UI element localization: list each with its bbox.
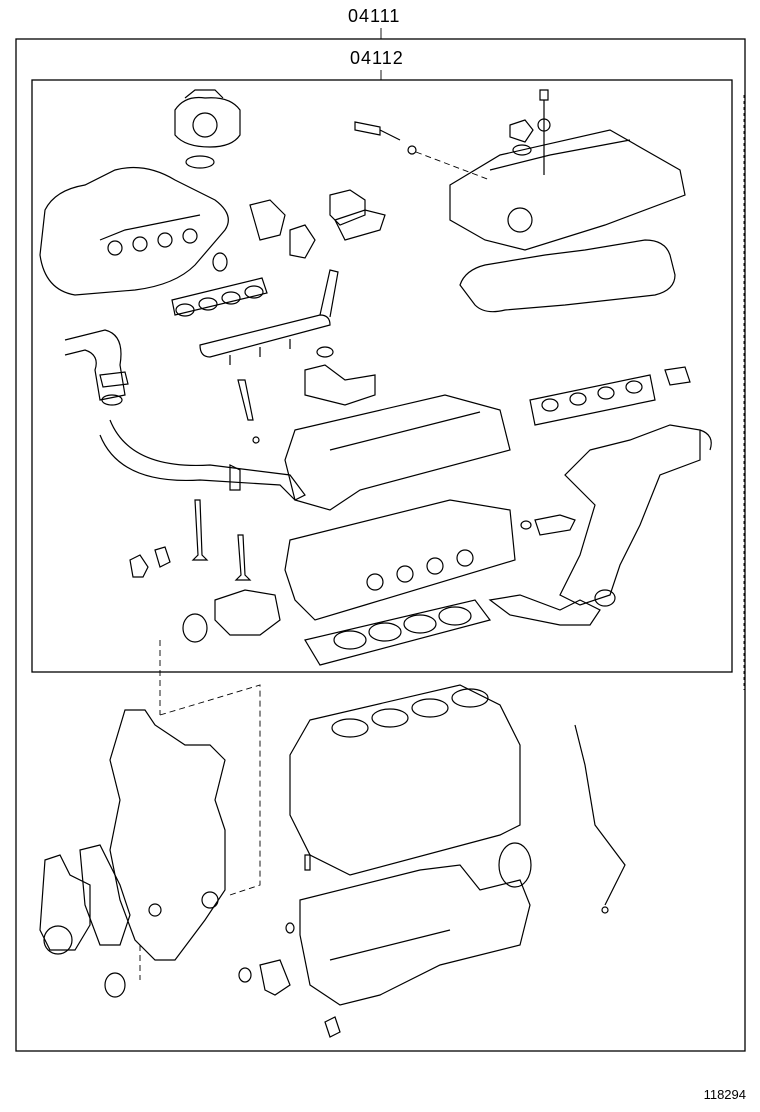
water-pump[interactable] bbox=[39, 854, 91, 955]
washer[interactable] bbox=[537, 118, 551, 132]
pcv-grommet[interactable] bbox=[407, 145, 417, 155]
injector-seal[interactable] bbox=[252, 436, 260, 444]
crank-front-seal[interactable] bbox=[104, 972, 126, 998]
fuel-rail[interactable] bbox=[199, 269, 339, 365]
exhaust-gasket[interactable] bbox=[101, 394, 123, 406]
inner-kit-frame bbox=[31, 79, 733, 673]
oxygen-sensor[interactable] bbox=[534, 514, 576, 536]
intake-manifold[interactable] bbox=[39, 166, 229, 296]
water-pump-gasket[interactable] bbox=[79, 844, 131, 946]
timing-chain-cover[interactable] bbox=[109, 709, 226, 961]
intake-manifold-gasket[interactable] bbox=[171, 277, 268, 317]
front-pipe[interactable] bbox=[488, 594, 601, 626]
exhaust-manifold-gasket[interactable] bbox=[529, 374, 656, 426]
egr-bracket[interactable] bbox=[334, 209, 386, 241]
oil-pan[interactable] bbox=[299, 864, 531, 1006]
oil-cap[interactable] bbox=[509, 119, 534, 143]
drain-plug[interactable] bbox=[304, 854, 311, 871]
exhaust-valve[interactable] bbox=[234, 534, 252, 581]
fuel-injector[interactable] bbox=[237, 379, 254, 421]
valve-seal[interactable] bbox=[229, 464, 241, 491]
oil-filter-bracket[interactable] bbox=[259, 959, 291, 996]
oil-seal[interactable] bbox=[182, 613, 208, 643]
sensor[interactable] bbox=[289, 224, 316, 259]
oil-cap-gasket[interactable] bbox=[512, 144, 532, 156]
bracket[interactable] bbox=[249, 199, 286, 241]
oil-filter-gasket[interactable] bbox=[238, 967, 252, 983]
small-exhaust-gasket[interactable] bbox=[664, 366, 691, 386]
water-outlet[interactable] bbox=[214, 589, 281, 636]
exhaust-pipe[interactable] bbox=[64, 329, 306, 501]
leader-dashed-3 bbox=[159, 684, 261, 896]
cylinder-block[interactable] bbox=[289, 684, 521, 876]
pan-seal[interactable] bbox=[285, 922, 295, 934]
sensor-gasket[interactable] bbox=[520, 520, 532, 530]
pcv-valve[interactable] bbox=[354, 121, 401, 141]
knock-sensor[interactable] bbox=[154, 546, 171, 568]
fuel-rail-gasket[interactable] bbox=[316, 346, 334, 358]
dipstick-grommet[interactable] bbox=[601, 906, 609, 914]
bolt[interactable] bbox=[539, 89, 549, 175]
valve-cover[interactable] bbox=[449, 129, 686, 251]
part-number-inner-kit[interactable]: 04112 bbox=[350, 48, 404, 68]
rear-oil-seal[interactable] bbox=[498, 842, 532, 888]
throttle-body[interactable] bbox=[174, 89, 241, 148]
valve-cover-gasket[interactable] bbox=[459, 239, 676, 313]
intake-valve[interactable] bbox=[191, 499, 209, 561]
part-number-outer-kit[interactable]: 04111 bbox=[348, 6, 401, 26]
exhaust-ring[interactable] bbox=[594, 589, 616, 607]
leader-dashed bbox=[415, 151, 491, 181]
throttle-gasket[interactable] bbox=[185, 155, 215, 169]
diagram-id: 118294 bbox=[703, 1087, 746, 1102]
exhaust-manifold[interactable] bbox=[559, 424, 712, 606]
oil-dipstick-tube[interactable] bbox=[574, 724, 626, 906]
cam-bracket[interactable] bbox=[304, 364, 376, 406]
cylinder-head-gasket[interactable] bbox=[304, 599, 492, 666]
outer-kit-frame bbox=[15, 38, 746, 1052]
oil-pan-drain-plug[interactable] bbox=[324, 1016, 341, 1038]
cylinder-head[interactable] bbox=[284, 499, 516, 621]
small-gasket-ring[interactable] bbox=[212, 252, 228, 272]
egr-valve[interactable] bbox=[329, 189, 366, 226]
camshaft-housing[interactable] bbox=[284, 394, 511, 511]
oil-pressure-switch[interactable] bbox=[129, 554, 149, 578]
